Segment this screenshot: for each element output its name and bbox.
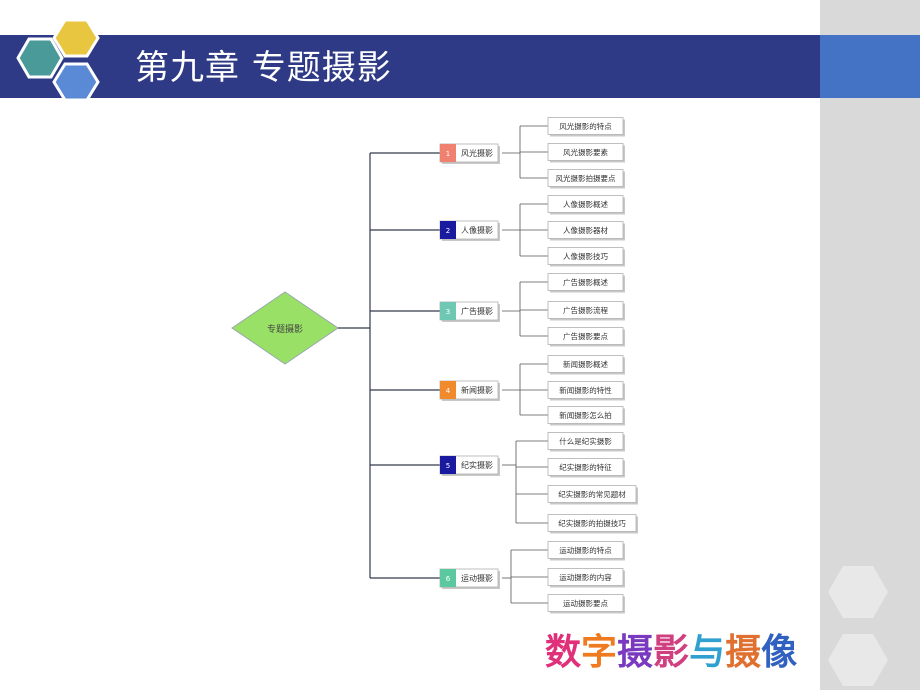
child-node-label: 广告摄影概述 [563, 277, 608, 287]
slide-title: 第九章 专题摄影 [135, 48, 392, 88]
branch-number: 4 [446, 387, 451, 395]
hex-gold-icon [52, 20, 100, 58]
branch-number-badge [440, 569, 456, 587]
child-node [547, 301, 624, 319]
child-node [547, 327, 624, 345]
course-title-char: 数 [545, 632, 582, 673]
branch-label: 人像摄影 [461, 225, 493, 235]
course-title-char: 与 [689, 632, 726, 673]
child-node [547, 432, 624, 450]
child-node [547, 485, 637, 503]
hex-blue-icon [52, 62, 100, 102]
child-node-label: 风光摄影拍摄要点 [556, 173, 616, 183]
course-title: 数字摄影与摄像 [545, 628, 797, 678]
title-bar-accent [820, 35, 920, 98]
child-node [547, 195, 624, 213]
child-node-label: 运动摄影要点 [563, 598, 608, 608]
child-node-label: 广告摄影要点 [563, 331, 608, 341]
child-node-label: 人像摄影器材 [563, 225, 608, 235]
child-node [547, 381, 624, 399]
branch-label: 风光摄影 [461, 148, 493, 158]
child-node [547, 143, 624, 161]
child-node [547, 568, 624, 586]
branch-number: 5 [446, 462, 450, 470]
branch-label: 纪实摄影 [461, 460, 493, 470]
child-node [547, 247, 624, 265]
branch-number-badge [440, 221, 456, 239]
child-node-label: 风光摄影的特点 [559, 121, 612, 131]
child-node [547, 169, 624, 187]
child-node-label: 纪实摄影的特征 [559, 462, 612, 472]
decorative-hexagons-icon [828, 566, 888, 686]
course-title-char: 字 [581, 632, 618, 673]
course-title-char: 影 [653, 632, 690, 673]
root-node-label: 专题摄影 [267, 323, 303, 335]
child-node-label: 什么是纪实摄影 [559, 436, 612, 446]
child-node [547, 355, 624, 373]
branch-label: 新闻摄影 [461, 385, 493, 395]
child-node-label: 风光摄影要素 [563, 147, 608, 157]
child-node-label: 运动摄影的特点 [559, 545, 612, 555]
child-node [547, 117, 624, 135]
branch-label: 广告摄影 [461, 306, 493, 316]
branch-number-badge [440, 381, 456, 399]
branch-number-badge [440, 456, 456, 474]
child-node [547, 541, 624, 559]
child-node [547, 221, 624, 239]
hex-teal-icon [16, 37, 64, 79]
branch-number: 3 [446, 308, 450, 316]
child-node [547, 514, 637, 532]
child-node-label: 人像摄影技巧 [563, 251, 608, 261]
course-title-char: 像 [761, 632, 798, 673]
title-bar [0, 35, 820, 98]
child-node-label: 新闻摄影的特性 [559, 385, 612, 395]
child-node-label: 人像摄影概述 [563, 199, 608, 209]
branch-number-badge [440, 302, 456, 320]
child-node [547, 406, 624, 424]
course-title-char: 摄 [617, 632, 654, 673]
child-node-label: 新闻摄影怎么拍 [559, 410, 612, 420]
child-node [547, 273, 624, 291]
child-node [547, 458, 624, 476]
child-node-label: 纪实摄影的常见题材 [558, 489, 626, 499]
child-node-label: 新闻摄影概述 [563, 359, 608, 369]
branch-number: 1 [446, 150, 450, 158]
branch-label: 运动摄影 [461, 573, 493, 583]
child-node-label: 纪实摄影的拍摄技巧 [558, 518, 626, 528]
child-node-label: 运动摄影的内容 [559, 572, 612, 582]
child-node [547, 594, 624, 612]
branch-number-badge [440, 144, 456, 162]
branch-number: 2 [446, 227, 450, 235]
hexagon-logo-icon [16, 20, 100, 102]
child-node-label: 广告摄影流程 [563, 305, 608, 315]
course-title-char: 摄 [725, 632, 762, 673]
branch-number: 6 [446, 575, 451, 583]
